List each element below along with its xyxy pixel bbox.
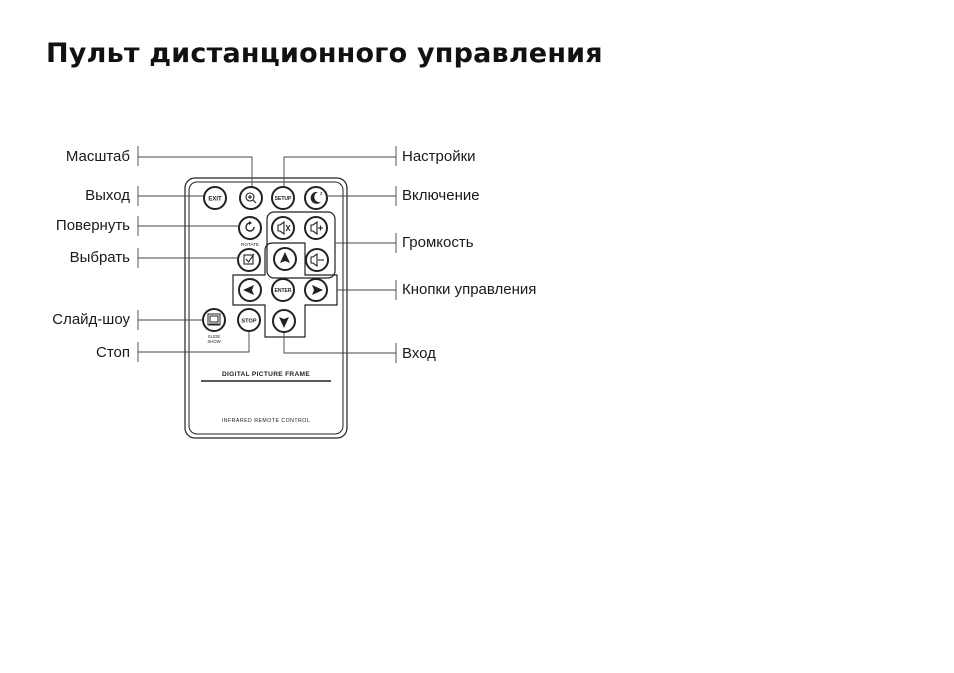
- exit-button[interactable]: EXIT: [203, 186, 227, 210]
- power-moon-icon: [310, 191, 321, 204]
- checkbox-icon: [243, 253, 255, 265]
- right-button[interactable]: [304, 278, 328, 302]
- mute-icon: [277, 220, 291, 236]
- label-stop: Стоп: [96, 344, 130, 361]
- label-nav-buttons: Кнопки управления: [402, 281, 537, 298]
- left-button[interactable]: [238, 278, 262, 302]
- up-button[interactable]: [273, 247, 297, 271]
- zoom-button[interactable]: [239, 186, 263, 210]
- down-button[interactable]: [272, 309, 296, 333]
- volume-up-icon: [310, 220, 323, 236]
- svg-text:z: z: [320, 191, 323, 197]
- callout-lines: [137, 146, 397, 363]
- enter-button-text: ENTER: [275, 288, 292, 294]
- label-power: Включение: [402, 187, 480, 204]
- label-rotate: Повернуть: [55, 217, 130, 234]
- label-enter: Вход: [402, 345, 436, 362]
- volume-up-button[interactable]: [304, 216, 328, 240]
- zoom-in-icon: [245, 192, 257, 204]
- remote-body: [184, 177, 348, 439]
- slide-caption: SLIDE: [208, 334, 221, 339]
- rotate-caption: ROTATE: [241, 242, 259, 247]
- show-caption: SHOW: [207, 339, 221, 344]
- stop-button-text: STOP: [241, 319, 256, 325]
- rotate-button[interactable]: [238, 216, 262, 240]
- mute-button[interactable]: [271, 216, 295, 240]
- setup-button[interactable]: SETUP: [271, 186, 295, 210]
- volume-down-button[interactable]: [305, 248, 329, 272]
- slideshow-button[interactable]: [202, 308, 226, 332]
- label-zoom: Масштаб: [65, 148, 130, 165]
- slideshow-icon: [207, 313, 221, 326]
- label-exit: Выход: [85, 187, 130, 204]
- setup-button-text: SETUP: [275, 196, 292, 202]
- arrow-down-icon: [279, 317, 289, 328]
- remote-buttons: EXIT SETUP z ROT: [202, 186, 329, 344]
- label-slideshow: Слайд-шоу: [52, 311, 130, 328]
- button-group-outlines: [232, 211, 338, 338]
- arrow-left-icon: [243, 285, 254, 295]
- power-button[interactable]: z: [304, 186, 328, 210]
- nav-group-outline: [232, 242, 338, 338]
- arrow-up-icon: [280, 252, 290, 263]
- exit-button-text: EXIT: [208, 197, 222, 203]
- label-volume: Громкость: [402, 234, 474, 251]
- enter-button[interactable]: ENTER: [271, 278, 295, 302]
- remote-brand: DIGITAL PICTURE FRAME: [222, 371, 310, 378]
- select-button[interactable]: [237, 248, 261, 272]
- remote-footer: INFRARED REMOTE CONTROL: [222, 418, 310, 424]
- stop-button[interactable]: STOP: [237, 308, 261, 332]
- label-select: Выбрать: [69, 249, 130, 266]
- page-title: Пульт дистанционного управления: [46, 38, 603, 69]
- volume-down-icon: [310, 252, 324, 268]
- arrow-right-icon: [312, 285, 323, 295]
- label-setup: Настройки: [402, 148, 476, 165]
- rotate-icon: [245, 221, 255, 232]
